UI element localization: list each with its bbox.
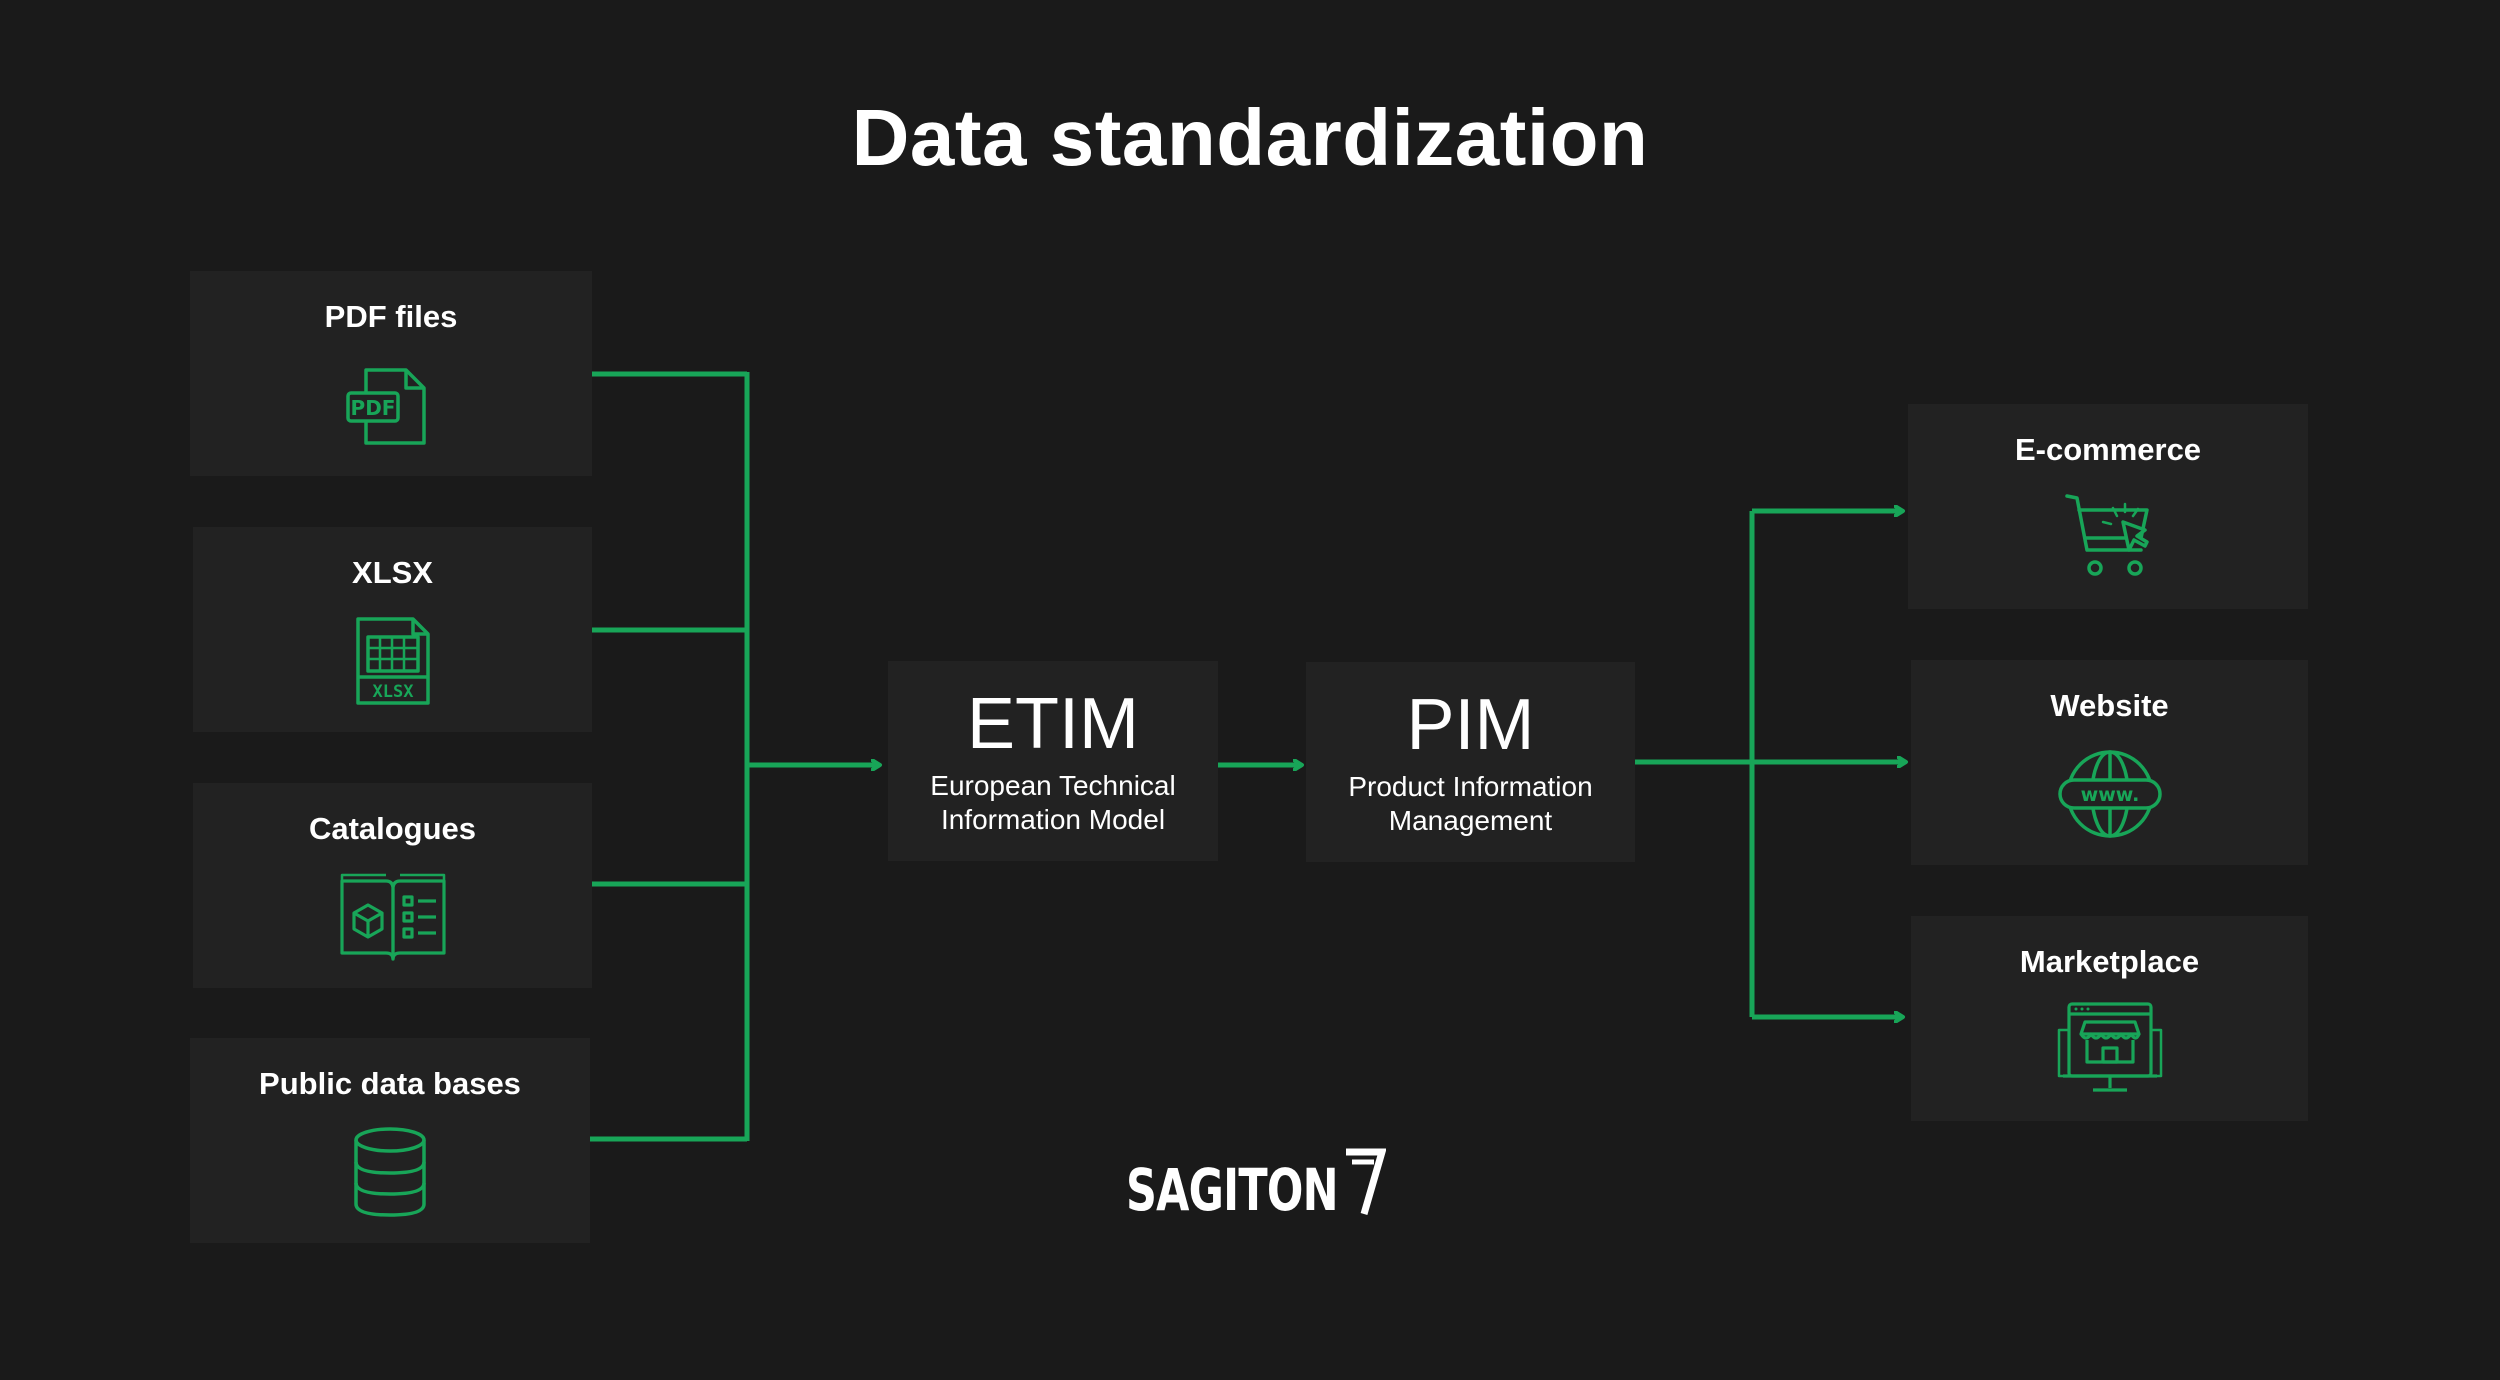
pim-description-line2: Management — [1388, 805, 1553, 836]
xlsx-file-icon: XLSX — [355, 617, 430, 705]
source-catalogues: Catalogues — [193, 783, 592, 988]
source-xlsx: XLSX XLSX — [193, 527, 592, 732]
destination-website: Website www. — [1911, 660, 2308, 865]
source-label: Public data bases — [259, 1066, 521, 1101]
etim-abbreviation: ETIM — [967, 684, 1139, 764]
svg-text:www.: www. — [2080, 784, 2139, 806]
destination-e-commerce: E-commerce — [1908, 404, 2308, 609]
diagram-title: Data standardization — [851, 93, 1649, 182]
storefront-icon — [2057, 1002, 2162, 1092]
pim-description: Product Information Management — [1306, 770, 1635, 838]
destination-label: Website — [2050, 688, 2169, 723]
logo-seven-mark-icon — [1346, 1148, 1386, 1215]
source-label: Catalogues — [308, 811, 477, 846]
pim-node: PIM Product Information Management — [1306, 662, 1635, 862]
pim-abbreviation: PIM — [1406, 685, 1535, 765]
destination-label: E-commerce — [2014, 432, 2202, 467]
catalogue-icon — [339, 873, 446, 961]
etim-description: European Technical Information Model — [888, 769, 1218, 837]
svg-text:XLSX: XLSX — [372, 682, 414, 702]
globe-www-icon: www. — [2057, 750, 2162, 838]
database-icon — [354, 1127, 426, 1217]
source-label: XLSX — [352, 555, 433, 590]
etim-description-line2: Information Model — [940, 804, 1166, 835]
source-public-data-bases: Public data bases — [190, 1038, 590, 1243]
logo-wordmark: SAGITON — [1126, 1156, 1339, 1224]
destination-marketplace: Marketplace — [1911, 916, 2308, 1121]
sagiton-logo: SAGITON — [1126, 1148, 1386, 1228]
source-label: PDF files — [324, 299, 458, 334]
etim-description-line1: European Technical — [930, 770, 1176, 801]
svg-text:PDF: PDF — [351, 396, 396, 420]
etim-node: ETIM European Technical Information Mode… — [888, 661, 1218, 861]
destination-label: Marketplace — [2019, 944, 2200, 979]
source-pdf-files: PDF files PDF — [190, 271, 592, 476]
pdf-file-icon: PDF — [346, 368, 426, 445]
pim-description-line1: Product Information — [1348, 771, 1593, 802]
shopping-cart-icon — [2065, 494, 2149, 576]
